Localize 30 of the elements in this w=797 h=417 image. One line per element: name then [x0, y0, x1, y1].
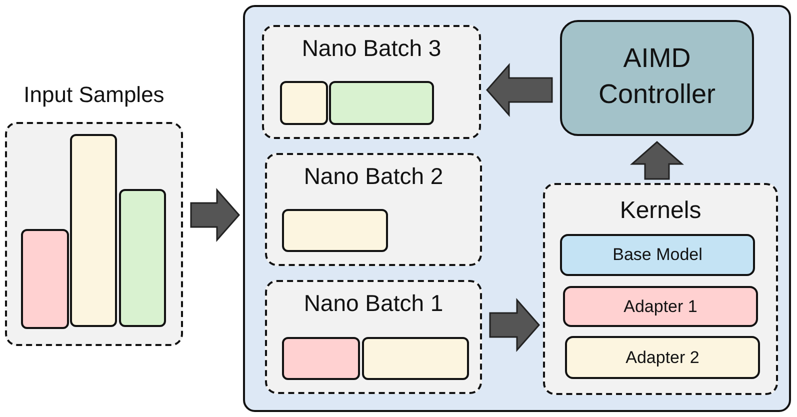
controller-box — [560, 20, 754, 136]
block-arrow — [489, 298, 540, 352]
kernel-label: Base Model — [612, 244, 704, 266]
group-title: Input Samples — [22, 82, 166, 108]
kernel-box — [563, 286, 758, 327]
group-title: Nano Batch 2 — [302, 163, 444, 190]
block-arrow — [190, 188, 240, 242]
kernel-label: Adapter 1 — [622, 296, 698, 318]
sample-bar — [70, 134, 117, 327]
dashed-group-box — [265, 153, 482, 266]
sample-bar — [282, 337, 360, 380]
block-arrow — [630, 141, 684, 180]
dashed-group-box — [262, 25, 481, 139]
controller-label: AIMD Controller — [597, 42, 717, 111]
kernel-label: Adapter 2 — [624, 347, 700, 369]
sample-bar — [21, 229, 69, 329]
sample-bar — [362, 337, 469, 380]
group-title: Kernels — [618, 197, 702, 225]
sample-bar — [119, 189, 166, 327]
sample-bar — [282, 209, 388, 252]
block-arrow — [486, 63, 553, 117]
dashed-group-box — [543, 183, 778, 395]
kernel-box — [560, 234, 755, 276]
system-panel — [243, 5, 791, 412]
kernel-box — [565, 336, 760, 379]
dashed-group-box — [265, 280, 482, 394]
group-title: Nano Batch 1 — [302, 290, 444, 317]
group-title: Nano Batch 3 — [300, 35, 442, 62]
sample-bar — [280, 81, 328, 125]
sample-bar — [329, 81, 434, 125]
